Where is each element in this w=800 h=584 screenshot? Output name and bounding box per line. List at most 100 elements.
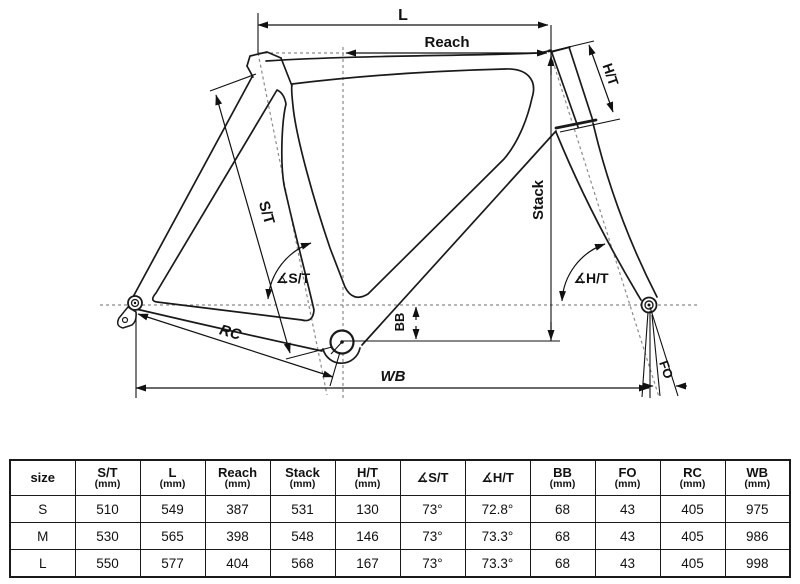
value-cell: 130: [334, 495, 401, 523]
label-bb: BB: [392, 313, 407, 332]
label-wb: WB: [381, 368, 406, 385]
value-cell: 405: [659, 495, 726, 523]
column-header-3: Reach(mm): [204, 459, 271, 496]
st-top-extension: [209, 73, 257, 92]
fork-offset-parallel: [649, 306, 679, 397]
label-angle-st: ∡S/T: [276, 270, 311, 286]
value-cell: 73°: [399, 522, 466, 550]
seat-tube: [280, 57, 293, 87]
value-cell: 146: [334, 522, 401, 550]
hanger-bolt: [121, 316, 129, 324]
fork-crown: [554, 118, 598, 130]
ht-top-extension: [547, 40, 595, 53]
column-header-0: size: [9, 459, 76, 496]
label-rc: RC: [217, 322, 244, 345]
value-cell: 530: [74, 522, 141, 550]
column-header-11: WB(mm): [724, 459, 791, 496]
seat-stay: [132, 76, 253, 298]
column-header-6: ∡S/T: [399, 459, 466, 496]
value-cell: 73.3°: [464, 522, 531, 550]
construction-lines: [100, 47, 697, 398]
label-fo: FO: [656, 359, 676, 381]
front-hub-inner: [644, 300, 654, 310]
main-triangle-cutout: [290, 68, 535, 299]
value-cell: 548: [269, 522, 336, 550]
down-tube: [361, 130, 557, 346]
head-tube-left: [551, 52, 579, 128]
value-cell: 577: [139, 549, 206, 578]
column-header-1: S/T(mm): [74, 459, 141, 496]
value-cell: 68: [529, 522, 596, 550]
value-cell: 167: [334, 549, 401, 578]
value-cell: 72.8°: [464, 495, 531, 523]
seat-angle-arc: [265, 242, 312, 300]
value-cell: 73°: [399, 495, 466, 523]
value-cell: 998: [724, 549, 791, 578]
value-cell: 549: [139, 495, 206, 523]
label-stack: Stack: [530, 179, 547, 220]
rear-hub-dot: [133, 301, 137, 305]
frame-geometry-diagram: L Reach H/T S/T Stack ∡S/T ∡H/T BB RC WB…: [100, 7, 697, 398]
steering-axis-extension: [651, 314, 661, 397]
size-cell: S: [9, 495, 76, 523]
label-reach: Reach: [424, 34, 469, 51]
value-cell: 43: [594, 495, 661, 523]
column-header-4: Stack(mm): [269, 459, 336, 496]
seat-clamp: [246, 51, 282, 67]
front-hub-dot: [647, 303, 651, 307]
size-cell: M: [9, 522, 76, 550]
value-cell: 68: [529, 495, 596, 523]
value-cell: 73°: [399, 549, 466, 578]
steering-axis: [548, 48, 660, 398]
column-header-2: L(mm): [139, 459, 206, 496]
value-cell: 986: [724, 522, 791, 550]
value-cell: 405: [659, 522, 726, 550]
value-cell: 387: [204, 495, 271, 523]
rear-hub-inner: [130, 298, 140, 308]
value-cell: 405: [659, 549, 726, 578]
rc-extension: [329, 351, 341, 387]
value-cell: 398: [204, 522, 271, 550]
column-header-5: H/T(mm): [334, 459, 401, 496]
value-cell: 68: [529, 549, 596, 578]
bike-frame: [116, 46, 658, 398]
dim-st: [215, 94, 291, 354]
label-ht: H/T: [599, 61, 622, 88]
size-cell: L: [9, 549, 76, 578]
dim-rc: [137, 313, 334, 378]
value-cell: 43: [594, 549, 661, 578]
value-cell: 404: [204, 549, 271, 578]
top-tube: [265, 49, 552, 62]
label-angle-ht: ∡H/T: [573, 270, 609, 286]
column-header-10: RC(mm): [659, 459, 726, 496]
st-bottom-extension: [285, 346, 333, 360]
column-header-9: FO(mm): [594, 459, 661, 496]
fork-tip: [641, 311, 649, 398]
column-header-7: ∡H/T: [464, 459, 531, 496]
label-l: L: [398, 7, 408, 24]
value-cell: 510: [74, 495, 141, 523]
value-cell: 73.3°: [464, 549, 531, 578]
ht-bottom-extension: [559, 118, 621, 133]
column-header-8: BB(mm): [529, 459, 596, 496]
value-cell: 43: [594, 522, 661, 550]
value-cell: 975: [724, 495, 791, 523]
label-st: S/T: [255, 199, 278, 226]
dim-ht: [588, 44, 614, 113]
dimension-lines: [135, 13, 687, 398]
value-cell: 565: [139, 522, 206, 550]
fork-trailing-edge: [592, 122, 658, 298]
value-cell: 568: [269, 549, 336, 578]
fork-leading-edge: [555, 131, 642, 301]
dimension-labels: L Reach H/T S/T Stack ∡S/T ∡H/T BB RC WB…: [217, 7, 676, 385]
head-angle-arc: [559, 243, 606, 302]
value-cell: 550: [74, 549, 141, 578]
